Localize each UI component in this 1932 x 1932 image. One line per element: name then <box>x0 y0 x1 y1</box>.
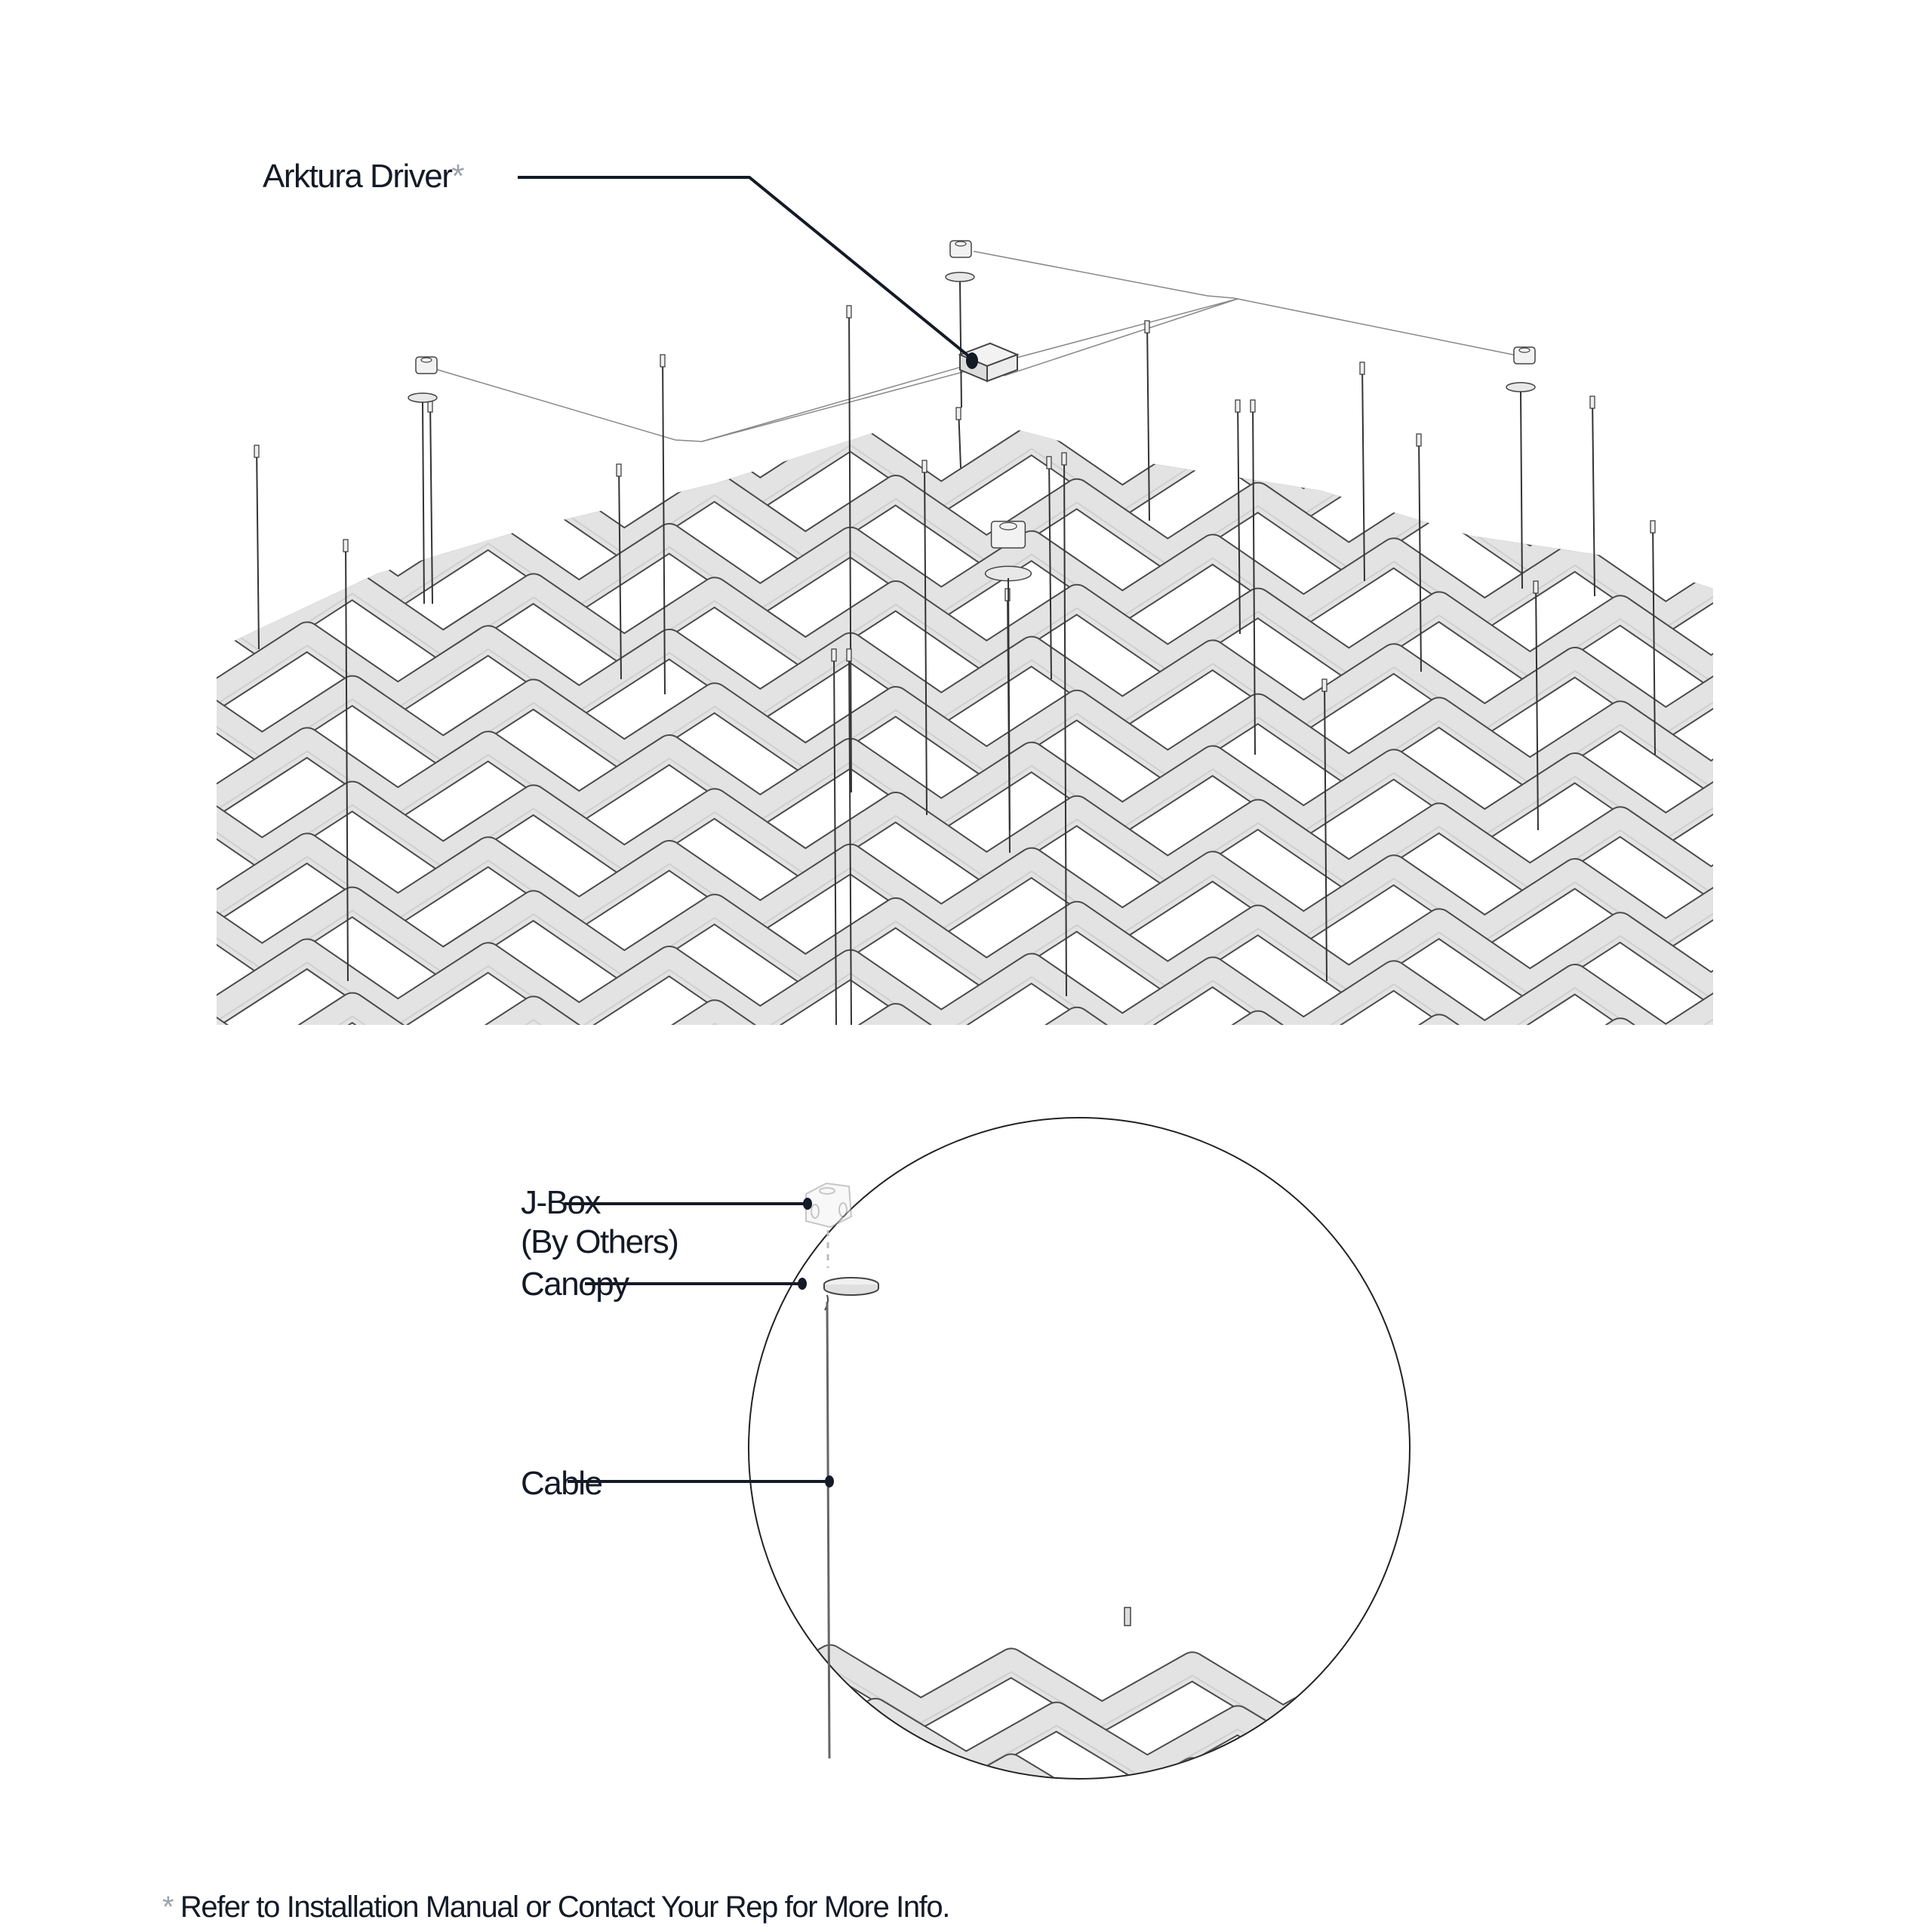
jbox-knockout <box>420 357 432 363</box>
baffle-row-edge <box>35 1055 1847 1150</box>
detail-leaders <box>565 1198 834 1487</box>
cable-gripper <box>831 648 837 662</box>
suspension-cable <box>1146 320 1150 521</box>
detail-canopy <box>823 1277 879 1311</box>
suspension-cable <box>1063 452 1067 997</box>
jbox-canopy-set <box>408 240 1536 831</box>
footnote: * Refer to Installation Manual or Contac… <box>162 1890 950 1924</box>
baffle-row <box>217 724 1713 844</box>
cable-gripper <box>955 407 961 420</box>
driver-leader <box>518 176 978 369</box>
baffle-row-shadow <box>749 1773 1409 1778</box>
canopy <box>1506 382 1536 392</box>
cable-gripper <box>1589 395 1595 409</box>
baffle-row <box>749 1645 1409 1735</box>
suspension-cable <box>1237 399 1241 635</box>
cable-gripper <box>254 445 260 458</box>
suspension-cable <box>924 460 928 816</box>
cable-label: Cable <box>521 1465 603 1502</box>
baffle-lattice <box>35 423 1847 1160</box>
suspension-cable <box>1592 395 1595 597</box>
baffle-row <box>217 461 1713 580</box>
canopy <box>408 392 438 403</box>
jbox-sublabel: (By Others) <box>521 1223 679 1260</box>
baffle-row <box>217 830 1713 949</box>
suspension-cable <box>345 539 349 982</box>
baffle-row <box>217 672 1713 792</box>
canopy-label: Canopy <box>521 1266 629 1303</box>
suspension-cable <box>833 648 837 1026</box>
cable-gripper <box>846 648 852 662</box>
footnote-text: Refer to Installation Manual or Contact … <box>180 1890 950 1924</box>
footnote-asterisk: * <box>162 1890 174 1924</box>
cable-gripper <box>1416 433 1422 447</box>
jbox <box>990 521 1026 549</box>
driver-label-text: Arktura Driver <box>263 158 453 195</box>
cable-gripper <box>1359 361 1365 375</box>
baffle-row-shadow <box>217 1011 1713 1025</box>
driver-label: Arktura Driver* <box>263 158 464 195</box>
suspension-cable <box>1418 433 1422 672</box>
jbox-knockout <box>955 241 967 247</box>
suspension-cables <box>254 305 1656 1026</box>
baffle-row-edge <box>749 1749 1409 1778</box>
cable-gripper <box>1004 588 1011 601</box>
suspension-cable <box>618 463 622 680</box>
cable-gripper <box>1144 320 1150 334</box>
canopy-cable <box>1008 577 1011 831</box>
jbox <box>949 240 972 258</box>
baffle-row <box>217 936 1713 1025</box>
suspension-cable <box>1252 399 1256 755</box>
baffle-row <box>217 778 1713 897</box>
canopy-cable <box>959 281 962 408</box>
canopy <box>945 272 975 282</box>
jbox <box>415 356 438 374</box>
baffle-row <box>217 567 1713 686</box>
cable-gripper <box>1046 456 1052 469</box>
suspension-cable <box>1652 520 1656 755</box>
canopy-cable <box>422 401 425 605</box>
suspension-cable <box>1361 361 1365 582</box>
cable-gripper <box>846 305 852 318</box>
baffle-row <box>217 423 1713 527</box>
baffle-row <box>35 1055 1847 1150</box>
cable-gripper <box>1250 399 1256 413</box>
suspension-cable <box>1048 456 1052 680</box>
suspension-cable <box>848 648 852 1026</box>
asterisk-mark: * <box>451 158 464 195</box>
cable-gripper <box>1061 452 1067 466</box>
baffle-row <box>217 619 1713 738</box>
detail-lattice <box>749 1644 1409 1778</box>
jbox <box>1513 346 1536 365</box>
ceiling-guide-lines <box>437 251 1521 442</box>
detail-cable <box>826 1301 831 1759</box>
baffle-row-shadow <box>217 958 1713 1025</box>
suspension-cable <box>848 305 852 793</box>
cable-gripper <box>616 463 622 477</box>
cable-gripper <box>1650 520 1656 534</box>
suspension-cable <box>662 354 666 695</box>
cable-gripper <box>1235 399 1241 413</box>
detail-jbox <box>805 1182 853 1229</box>
baffle-row-shadow <box>35 1065 1847 1160</box>
suspension-cable <box>1324 678 1327 982</box>
cable-gripper <box>921 460 928 473</box>
jbox-label: J-Box <box>521 1184 601 1221</box>
jbox-knockout <box>999 521 1017 531</box>
cable-gripper <box>1533 580 1539 594</box>
canopy-cable <box>1520 391 1523 589</box>
suspension-cable <box>429 399 433 605</box>
cable-gripper <box>1124 1607 1131 1626</box>
cable-gripper <box>660 354 666 368</box>
suspension-cable <box>256 445 260 650</box>
cable-gripper <box>1321 678 1327 692</box>
suspension-cable <box>1535 580 1539 831</box>
baffle-row <box>217 884 1713 1003</box>
baffle-row <box>749 1751 1409 1778</box>
jbox-knockout <box>1518 347 1531 353</box>
detail-circle <box>748 1117 1411 1780</box>
cable-gripper <box>343 539 349 552</box>
